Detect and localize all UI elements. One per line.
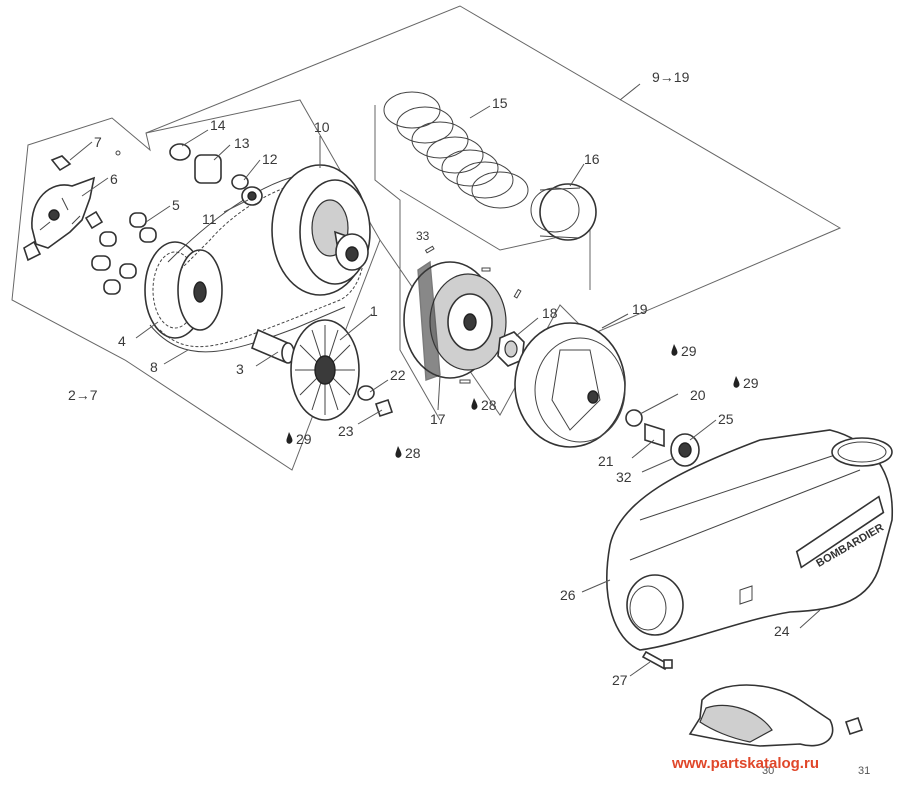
clutch-shoe-linings-part-33: [424, 245, 522, 384]
clutch-drum-part-19: [514, 322, 626, 448]
callout-1: 1: [370, 303, 378, 319]
spring-part-15: [383, 91, 529, 209]
callout-5: 5: [172, 197, 180, 213]
callout-31: 31: [858, 765, 870, 777]
driven-pulley-part-10: [271, 164, 371, 296]
callout-10: 10: [314, 119, 330, 135]
callout-12: 12: [262, 151, 278, 167]
callout-25: 25: [718, 411, 734, 427]
callout-21: 21: [598, 453, 614, 469]
callout-6: 6: [110, 171, 118, 187]
oil-drop-icon: [286, 344, 740, 458]
drive-pulley-group-frame: [11, 99, 381, 471]
callout-28-clutch: 28: [481, 397, 497, 413]
callout-27: 27: [612, 672, 628, 688]
drive-weights-part-7: [23, 150, 121, 262]
callout-29-shaft: 29: [743, 375, 759, 391]
callout-11: 11: [202, 211, 217, 227]
callout-23: 23: [338, 423, 354, 439]
callout-14: 14: [210, 117, 226, 133]
callout-7: 7: [94, 134, 102, 150]
callout-24: 24: [774, 623, 790, 639]
callout-18: 18: [542, 305, 558, 321]
guard-part-30: [688, 684, 834, 747]
callout-20: 20: [690, 387, 706, 403]
callout-8: 8: [150, 359, 158, 375]
range-label-drive-group: 2→7: [68, 387, 98, 403]
callout-22: 22: [390, 367, 406, 383]
transmission-cover-part-24: [606, 429, 893, 651]
callout-33: 33: [416, 229, 430, 243]
rollers-part-5: [91, 212, 157, 295]
drive-pulley-part-4: [144, 241, 223, 339]
clutch-assembly-part-17: [403, 260, 507, 381]
callout-3: 3: [236, 361, 244, 377]
washer-nut-parts-22-23: [357, 385, 394, 418]
ramp-plate-part-6: [31, 176, 96, 249]
callout-26: 26: [560, 587, 576, 603]
callout-13: 13: [234, 135, 250, 151]
watermark-text: www.partskatalog.ru: [671, 755, 819, 772]
callout-29-fan: 29: [296, 431, 312, 447]
callout-17: 17: [430, 411, 446, 427]
callout-30: 30: [762, 765, 774, 777]
callout-19: 19: [632, 301, 648, 317]
leader-lines: [69, 83, 821, 677]
fan-half-pulley-part-1: [290, 319, 360, 421]
spring-cup-part-16: [530, 183, 597, 241]
callout-16: 16: [584, 151, 600, 167]
bolt-part-27: [641, 650, 673, 671]
callout-28-nut: 28: [405, 445, 421, 461]
screw-part-31: [844, 716, 864, 736]
range-label-driven-group: 9→19: [652, 69, 690, 85]
spacer-part-3: [251, 328, 295, 364]
shaft-parts-20-21-25-32: [625, 409, 700, 467]
callout-15: 15: [492, 95, 508, 111]
callout-32: 32: [616, 469, 632, 485]
callout-29-drum: 29: [681, 343, 697, 359]
callout-4: 4: [118, 333, 126, 349]
